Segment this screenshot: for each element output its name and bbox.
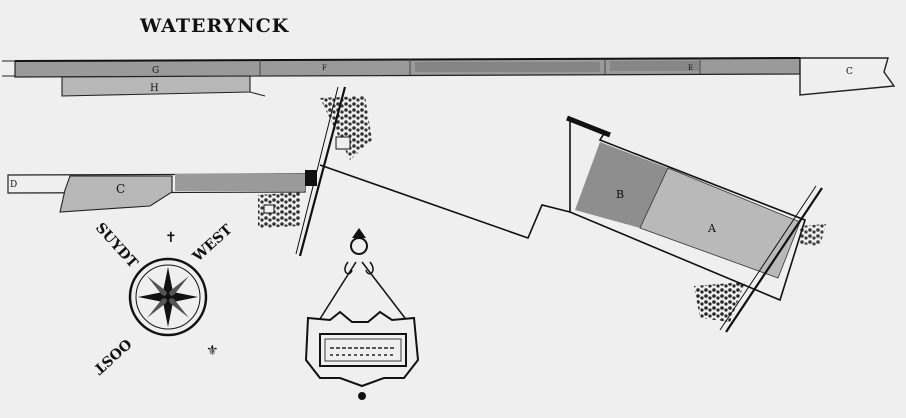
left-strip <box>7 173 306 213</box>
parcel-label-g: G <box>152 66 159 76</box>
parcel-label-h: H <box>150 83 159 94</box>
middle-dyke <box>258 86 372 257</box>
compass-rose: ✝ ⚜ <box>128 230 219 359</box>
parcel-c-right <box>799 57 896 96</box>
parcel-label-b: B <box>616 188 624 201</box>
parcel-label-a: A <box>707 222 717 235</box>
parcel-label-d: D <box>10 180 17 190</box>
boundary-line <box>319 164 571 240</box>
svg-text:⚜: ⚜ <box>206 343 219 359</box>
right-dyke <box>694 185 826 333</box>
parcel-label-c-left: C <box>116 182 125 196</box>
svg-text:✝: ✝ <box>165 230 177 246</box>
parcel-h <box>61 75 266 97</box>
parcel-label-e: E <box>688 64 693 72</box>
parcel-label-f: F <box>322 64 327 72</box>
parcel-ab <box>566 115 806 302</box>
map-title: WATERYNCK <box>139 15 290 37</box>
parcel-label-c-right: C <box>846 67 853 77</box>
cartouche <box>304 228 420 400</box>
top-strip <box>2 57 801 78</box>
